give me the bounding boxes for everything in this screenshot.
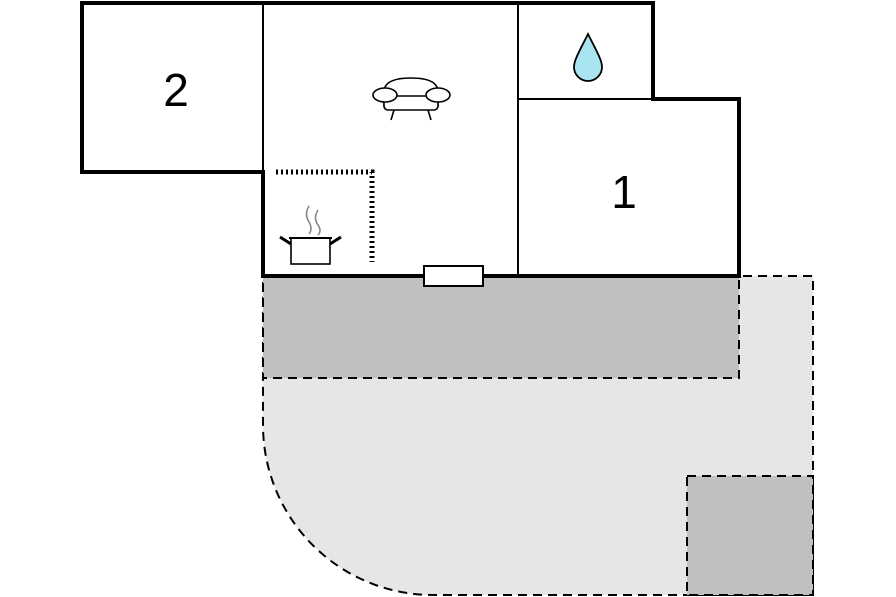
sofa-icon — [372, 77, 451, 121]
covered-patch — [686, 475, 814, 596]
cooking-pot-icon — [279, 205, 342, 265]
room-label-1: 1 — [611, 166, 637, 218]
covered-terrace — [262, 275, 740, 379]
door-icon — [423, 265, 484, 287]
water-drop-icon — [573, 31, 603, 82]
building-outline — [80, 1, 741, 278]
kitchen-counter — [276, 169, 375, 262]
room-label-2: 2 — [163, 64, 189, 116]
